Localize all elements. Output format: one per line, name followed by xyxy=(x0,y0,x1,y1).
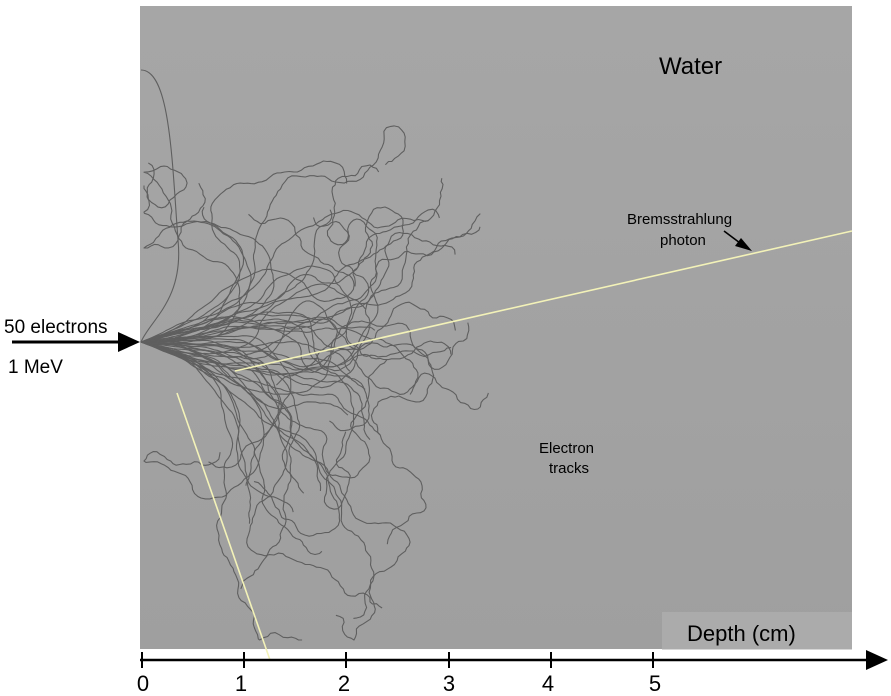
axis-tick-label-1: 1 xyxy=(235,671,247,696)
medium-label: Water xyxy=(659,53,722,80)
electron-track xyxy=(140,341,323,556)
bremsstrahlung-photon-line xyxy=(234,230,853,372)
electron-track xyxy=(140,265,366,343)
electron-track xyxy=(140,341,341,537)
electron-track xyxy=(141,341,388,479)
bremsstrahlung-label-line1: Bremsstrahlung xyxy=(627,211,732,228)
beam-energy-label: 1 MeV xyxy=(8,357,63,378)
electron-track xyxy=(140,341,375,619)
axis-tick-label-4: 4 xyxy=(542,671,554,696)
axis-label-backdrop xyxy=(662,612,852,650)
electron-tracks-group xyxy=(140,69,489,641)
electron-track xyxy=(140,315,419,395)
electron-track xyxy=(140,341,301,590)
electron-track xyxy=(140,69,180,343)
electron-track xyxy=(140,341,294,513)
electron-track xyxy=(141,316,376,343)
electron-track xyxy=(140,209,429,343)
axis-tick-label-2: 2 xyxy=(338,671,350,696)
depth-axis-tick-labels: 0 1 2 3 4 5 xyxy=(137,671,661,696)
electron-track xyxy=(140,339,351,372)
electron-track xyxy=(140,341,305,494)
electron-track xyxy=(140,162,252,343)
beam-arrowhead xyxy=(118,332,140,352)
electron-track xyxy=(140,213,355,343)
axis-tick-label-0: 0 xyxy=(137,671,149,696)
electron-track xyxy=(140,341,427,545)
depth-axis-ticks xyxy=(141,652,654,668)
electron-tracks-label-line2: tracks xyxy=(549,460,589,477)
bremsstrahlung-label-line2: photon xyxy=(660,232,706,249)
bremsstrahlung-pointer-arrowhead xyxy=(735,238,752,251)
electron-track xyxy=(140,160,348,343)
electron-track xyxy=(140,300,456,360)
electron-track xyxy=(140,206,275,343)
electron-track xyxy=(140,165,241,345)
axis-label: Depth (cm) xyxy=(687,621,796,646)
electron-track xyxy=(140,283,452,358)
electron-tracks-label-line1: Electron xyxy=(539,440,594,457)
electron-track xyxy=(140,206,404,343)
electron-track xyxy=(140,341,265,500)
bremsstrahlung-pointer-arrow xyxy=(723,230,741,244)
axis-tick-label-5: 5 xyxy=(649,671,661,696)
electron-track xyxy=(140,335,292,486)
electron-track xyxy=(140,341,303,641)
secondary-photon-line xyxy=(176,392,271,661)
electron-track xyxy=(140,341,366,390)
axis-tick-label-3: 3 xyxy=(443,671,455,696)
depth-axis-arrowhead xyxy=(866,650,888,670)
beam-count-label: 50 electrons xyxy=(4,317,108,338)
electron-track xyxy=(140,125,406,343)
electron-track xyxy=(140,313,338,386)
electron-track xyxy=(140,164,380,352)
